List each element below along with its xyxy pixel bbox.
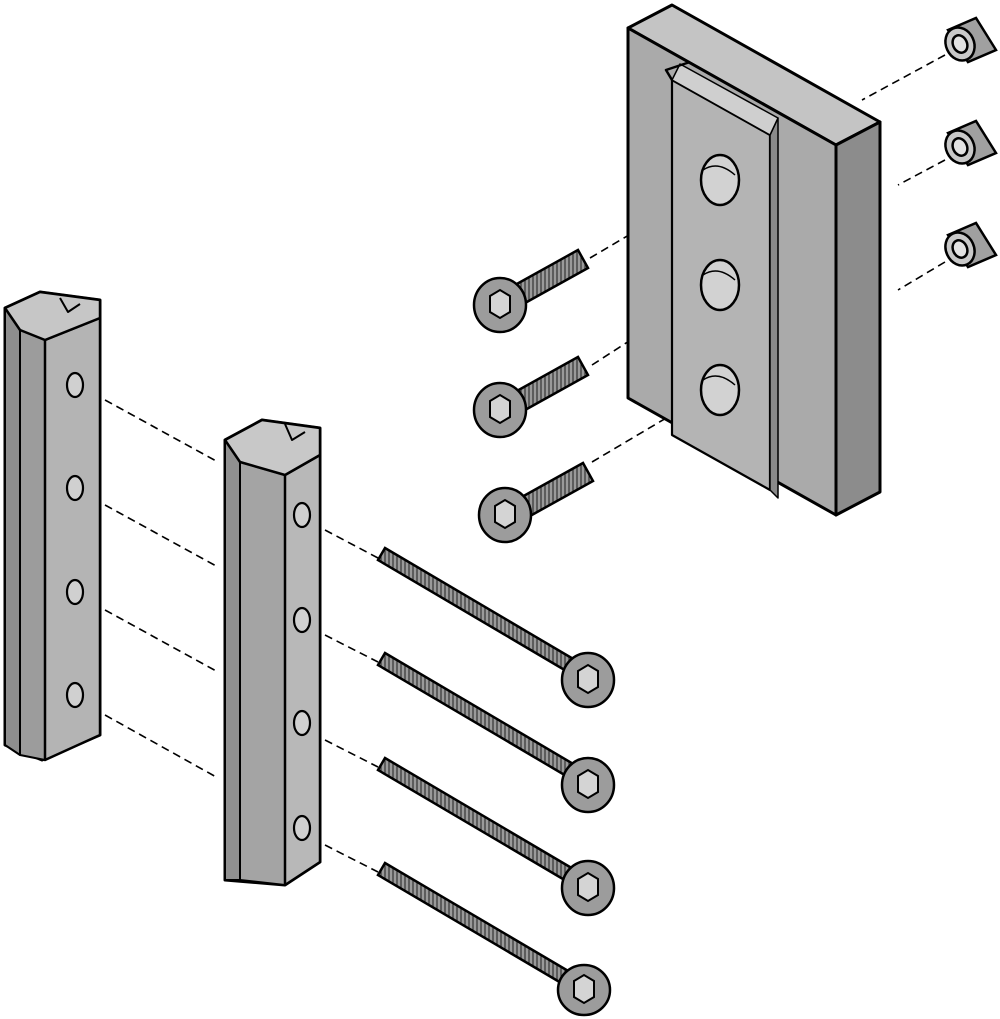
plate-hole (699, 363, 741, 417)
plate-hole (699, 153, 741, 207)
hexagon-socket-icon (489, 288, 511, 320)
rail-hole (292, 709, 312, 737)
short-screw (472, 355, 590, 439)
hexagon-socket-icon (489, 393, 511, 425)
short-screw (477, 461, 595, 544)
guide-rail-left (3, 290, 102, 762)
long-screw (376, 756, 616, 917)
rail-hole (65, 578, 85, 606)
clamping-plate (626, 3, 882, 517)
rail-hole (292, 606, 312, 634)
rail-hole (65, 474, 85, 502)
long-screw (376, 861, 612, 1017)
sleeve-nut (944, 16, 998, 64)
rail-hole (65, 681, 85, 709)
hexagon-socket-icon (577, 768, 599, 800)
sleeve-nut (944, 119, 998, 167)
short-screw (472, 248, 590, 334)
guide-rail-right (223, 418, 322, 887)
long-screw (376, 546, 616, 709)
hexagon-socket-icon (577, 663, 599, 695)
rail-hole (65, 371, 85, 399)
rail-hole (292, 814, 312, 842)
long-screw (376, 651, 616, 814)
hexagon-socket-icon (577, 871, 599, 903)
rail-hole (292, 501, 312, 529)
plate-hole (699, 258, 741, 312)
hexagon-socket-icon (573, 973, 595, 1005)
hexagon-socket-icon (494, 498, 516, 530)
sleeve-nut (944, 221, 998, 269)
